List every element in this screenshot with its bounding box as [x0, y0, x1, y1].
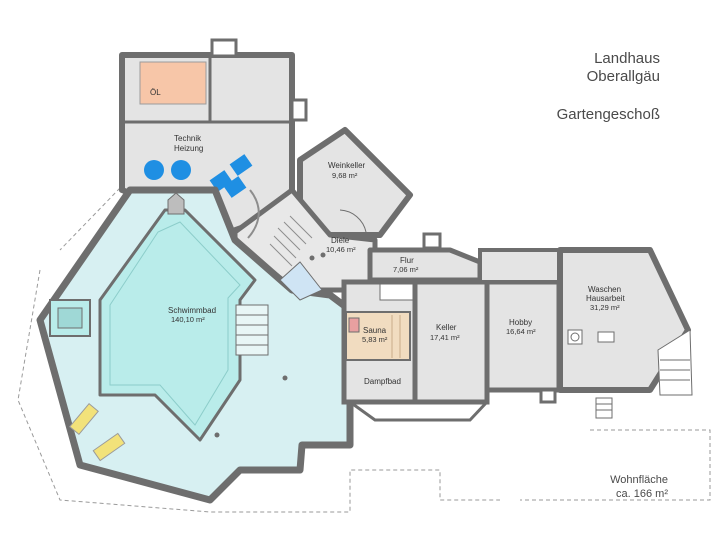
- room-label-flur: Flur: [400, 256, 414, 265]
- lounger: [92, 432, 126, 462]
- chimney: [210, 38, 238, 58]
- room-area-waschen: 31,29 m²: [590, 303, 620, 312]
- room-label-dampfbad: Dampfbad: [364, 377, 401, 386]
- boiler-icon: [171, 160, 191, 180]
- room-label-oel: ÖL: [150, 88, 161, 97]
- title-line-1: Landhaus: [594, 50, 660, 67]
- pool-fountain: [167, 192, 185, 215]
- flur-room: [367, 247, 483, 283]
- sauna-room: [345, 311, 411, 361]
- keller-room: [412, 279, 490, 405]
- tank-icon: [223, 176, 247, 198]
- room-label-waschen-2: Hausarbeit: [586, 294, 625, 303]
- tank-icon: [209, 170, 233, 192]
- living-area-value: ca. 166 m²: [616, 488, 668, 500]
- room-label-schwimmbad: Schwimmbad: [168, 306, 216, 315]
- floor-subtitle: Gartengeschoß: [556, 106, 660, 123]
- room-area-flur: 7,06 m²: [393, 265, 419, 274]
- room-area-hobby: 16,64 m²: [506, 327, 536, 336]
- room-area-schwimmbad: 140,10 m²: [171, 315, 205, 324]
- exterior-stair: [595, 329, 693, 419]
- staircase: [247, 189, 313, 267]
- title-line-2: Oberallgäu: [586, 68, 660, 85]
- tank-icon: [229, 154, 253, 176]
- terrace-outline: [17, 187, 711, 513]
- room-area-weinkeller: 9,68 m²: [332, 171, 358, 180]
- room-area-keller: 17,41 m²: [430, 333, 460, 342]
- living-area-label: Wohnfläche: [610, 474, 668, 486]
- room-label-weinkeller: Weinkeller: [328, 161, 366, 170]
- room-area-diele: 10,46 m²: [326, 245, 356, 254]
- hobby-room: [484, 279, 562, 393]
- sink: [597, 331, 615, 343]
- lounger: [69, 402, 99, 436]
- wc: [379, 283, 415, 301]
- boiler-icon: [144, 160, 164, 180]
- room-label-waschen-1: Waschen: [588, 285, 621, 294]
- sauna-stove: [348, 317, 360, 333]
- room-label-technik-1: Technik: [174, 134, 202, 143]
- room-label-diele: Diele: [331, 236, 350, 245]
- room-label-keller: Keller: [436, 323, 457, 332]
- pool-steps: [235, 304, 269, 356]
- pool-inner-edge: [109, 221, 241, 426]
- room-label-hobby: Hobby: [509, 318, 532, 327]
- washing-machine: [567, 329, 583, 345]
- room-area-sauna: 5,83 m²: [362, 335, 388, 344]
- room-label-sauna: Sauna: [363, 326, 387, 335]
- oil-tank: [139, 61, 207, 105]
- room-label-technik-2: Heizung: [174, 144, 203, 153]
